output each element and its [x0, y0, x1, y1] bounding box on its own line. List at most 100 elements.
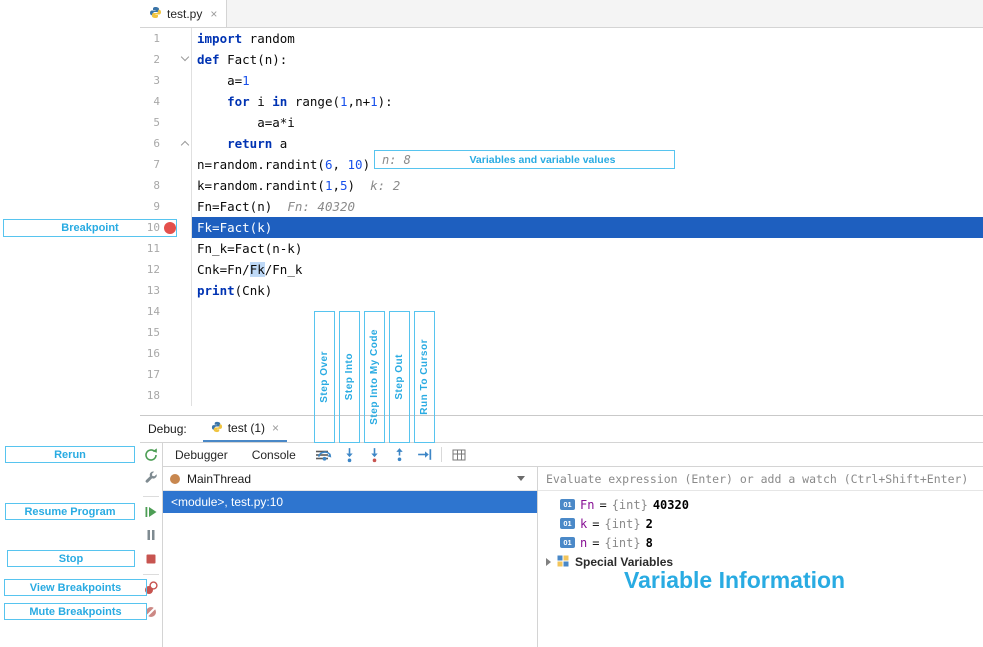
- rerun-button[interactable]: [143, 447, 159, 463]
- gutter-mark: [160, 259, 180, 280]
- fold-up-icon[interactable]: [180, 140, 190, 150]
- fold-column: [180, 280, 192, 301]
- fold-column: [180, 154, 192, 175]
- step-into-my-code-button[interactable]: [362, 445, 387, 465]
- line-number: 11: [146, 242, 160, 255]
- mute-breakpoints-annotation: Mute Breakpoints: [4, 603, 147, 620]
- line-number: 4: [153, 95, 160, 108]
- code-line-5[interactable]: 5 a=a*i: [140, 112, 983, 133]
- rerun-annotation: Rerun: [5, 446, 135, 463]
- settings-wrench-icon[interactable]: [143, 470, 159, 486]
- tab-debugger[interactable]: Debugger: [175, 447, 228, 462]
- run-config-icon: [211, 421, 223, 436]
- code-line-17[interactable]: 17: [140, 364, 983, 385]
- code-text: def Fact(n):: [197, 52, 288, 67]
- step-into-annotation: Step Into: [339, 311, 360, 443]
- gutter-mark: [160, 196, 180, 217]
- code-text: [192, 301, 983, 322]
- gutter-mark: [160, 364, 180, 385]
- debug-left-toolbar: [140, 443, 163, 647]
- evaluate-expression-input[interactable]: Evaluate expression (Enter) or add a wat…: [538, 467, 983, 491]
- code-text: a=a*i: [197, 115, 295, 130]
- special-variables-label: Special Variables: [575, 555, 674, 569]
- fold-column: [180, 70, 192, 91]
- step-over-button[interactable]: [312, 445, 337, 465]
- code-text: Fk=Fact(k): [192, 217, 983, 238]
- line-number: 17: [146, 368, 160, 381]
- tab-console[interactable]: Console: [251, 447, 296, 462]
- code-line-16[interactable]: 16: [140, 343, 983, 364]
- debug-session-tab[interactable]: test (1) ×: [202, 416, 288, 442]
- pause-button[interactable]: [143, 527, 159, 543]
- variable-type: {int}: [611, 497, 648, 512]
- line-number: 14: [146, 305, 160, 318]
- gutter-mark: [160, 238, 180, 259]
- resume-program-annotation: Resume Program: [5, 503, 135, 520]
- toolbar-separator: [441, 447, 442, 462]
- session-close-icon[interactable]: ×: [272, 421, 280, 435]
- breakpoint-icon[interactable]: [164, 221, 176, 234]
- run-to-cursor-annotation: Run To Cursor: [414, 311, 435, 443]
- view-breakpoints-button[interactable]: [143, 580, 159, 596]
- stop-button[interactable]: [143, 551, 159, 567]
- view-breakpoints-annotation: View Breakpoints: [4, 579, 147, 596]
- resume-program-button[interactable]: [143, 504, 159, 520]
- session-tab-title: test (1): [227, 421, 266, 435]
- run-to-cursor-button[interactable]: [412, 445, 437, 465]
- variables-annotation-box: n: 8 Variables and variable values: [374, 150, 675, 169]
- thread-name: MainThread: [187, 471, 252, 486]
- debug-toolwindow-header: Debug: test (1) ×: [140, 415, 983, 443]
- code-line-4[interactable]: 4 for i in range(1,n+1):: [140, 91, 983, 112]
- fold-column: [180, 301, 192, 322]
- tab-close-icon[interactable]: ×: [210, 6, 218, 21]
- code-text: [192, 385, 983, 406]
- code-text: a=1: [197, 73, 250, 88]
- primitive-type-icon: 01: [560, 499, 575, 510]
- gutter-mark: [160, 154, 180, 175]
- dropdown-caret-icon[interactable]: [517, 476, 525, 481]
- gutter-mark: [160, 112, 180, 133]
- layout-settings-icon[interactable]: [446, 445, 471, 465]
- inline-variable-hint: n: 8: [382, 152, 411, 167]
- code-text: [192, 343, 983, 364]
- thread-selector[interactable]: MainThread: [163, 467, 537, 491]
- line-number: 12: [146, 263, 160, 276]
- equals-sign: =: [592, 535, 600, 550]
- code-line-14[interactable]: 14: [140, 301, 983, 322]
- tab-test-py[interactable]: test.py ×: [140, 0, 228, 27]
- step-into-button[interactable]: [337, 445, 362, 465]
- fold-down-icon[interactable]: [180, 52, 190, 62]
- code-line-6[interactable]: 6 return a: [140, 133, 983, 154]
- code-line-18[interactable]: 18: [140, 385, 983, 406]
- gutter-mark: [160, 49, 180, 70]
- special-variables-row[interactable]: Special Variables: [538, 552, 983, 572]
- fold-column: [180, 175, 192, 196]
- step-over-icon: [317, 451, 332, 461]
- line-number: 1: [153, 32, 160, 45]
- evaluate-placeholder: Evaluate expression (Enter) or add a wat…: [546, 471, 969, 486]
- variables-annotation-label: Variables and variable values: [469, 153, 616, 166]
- code-line-3[interactable]: 3 a=1: [140, 70, 983, 91]
- gutter-mark: [160, 280, 180, 301]
- line-number: 7: [153, 158, 160, 171]
- step-out-button[interactable]: [387, 445, 412, 465]
- expand-chevron-icon[interactable]: [546, 558, 551, 566]
- stack-frame-row[interactable]: <module>, test.py:10: [163, 491, 537, 513]
- debugger-tabs-row: Debugger Console: [163, 443, 983, 467]
- panel-divider[interactable]: [537, 467, 538, 647]
- mute-breakpoints-button[interactable]: [143, 604, 159, 620]
- code-line-15[interactable]: 15: [140, 322, 983, 343]
